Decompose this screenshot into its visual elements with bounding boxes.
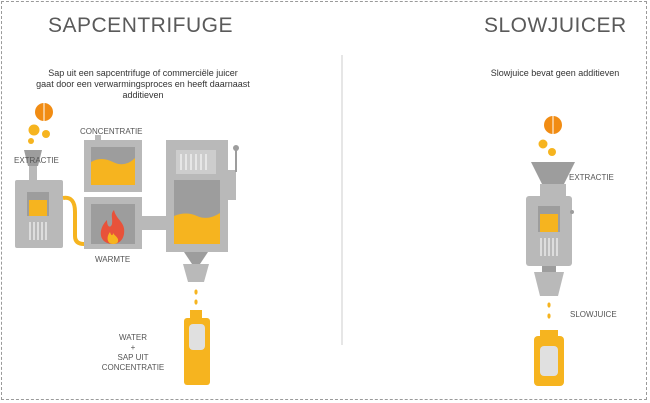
juice-drops [547, 302, 551, 319]
label-extractie-right: EXTRACTIE [569, 173, 614, 182]
centrifuge-machine-icon [15, 180, 63, 248]
juice-bottle-icon [184, 310, 210, 385]
label-concentratie: CONCENTRATIE [80, 127, 143, 136]
left-description-line: Sap uit een sapcentrifuge of commerciële… [48, 68, 238, 78]
connector-pipe [142, 216, 168, 230]
slowjuicer-machine-icon [526, 162, 575, 296]
label-result-line: WATER [119, 333, 147, 342]
label-result-line: + [130, 343, 136, 352]
orange-fruit-icon [27, 103, 53, 144]
orange-fruit-icon [537, 116, 562, 156]
left-description: Sap uit een sapcentrifuge of commerciële… [18, 68, 268, 101]
heating-unit-icon [84, 197, 142, 249]
right-title: SLOWJUICER [484, 14, 627, 37]
left-title: SAPCENTRIFUGE [48, 14, 234, 37]
juice-drops [194, 289, 198, 305]
label-result: WATER + SAP UIT CONCENTRATIE [98, 333, 168, 373]
flame-icon [100, 210, 125, 244]
extraction-funnel-icon [24, 150, 42, 180]
left-description-line: additieven [122, 90, 164, 100]
label-extractie-left: EXTRACTIE [14, 156, 59, 165]
juice-bottle-icon [534, 330, 564, 386]
processing-machine-icon [166, 140, 239, 282]
label-slowjuice: SLOWJUICE [570, 310, 617, 319]
label-result-line: CONCENTRATIE [101, 363, 165, 372]
concentration-tank-icon [84, 135, 142, 192]
juice-pipe [62, 195, 90, 246]
label-warmte: WARMTE [95, 255, 131, 264]
left-description-line: gaat door een verwarmingsproces en heeft… [36, 79, 250, 89]
right-description: Slowjuice bevat geen additieven [490, 68, 620, 78]
label-result-line: SAP UIT [117, 353, 149, 362]
